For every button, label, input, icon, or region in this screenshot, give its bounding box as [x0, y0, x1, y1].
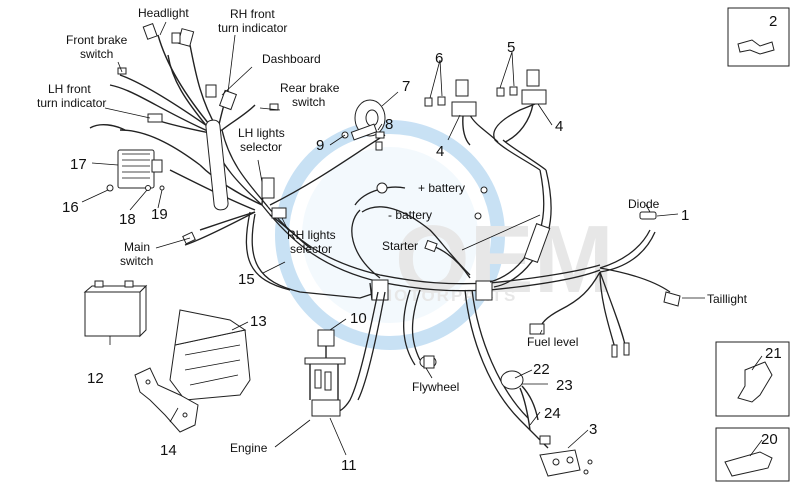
right-side-parts [529, 211, 681, 358]
label-taillight: Taillight [707, 292, 748, 306]
label-main-switch-line2: switch [120, 254, 153, 268]
inset-box-20 [715, 427, 790, 482]
callout-11: 11 [341, 457, 357, 474]
label-lh-lights-selector-line2: selector [240, 140, 282, 154]
callout-6: 6 [435, 50, 443, 67]
callout-10: 10 [350, 310, 367, 327]
label-headlight: Headlight [138, 6, 189, 20]
label-minus-battery: - battery [388, 208, 432, 222]
battery-housing [169, 309, 251, 401]
callout-20: 20 [761, 431, 778, 448]
label-rh-lights-selector: RH lights selector [287, 228, 339, 256]
leader-lines [81, 21, 763, 457]
inset-box-21 [715, 341, 790, 417]
callout-13: 13 [250, 313, 267, 330]
watermark: OEM MOTORPARTS [275, 120, 614, 350]
label-front-brake-switch-line2: switch [80, 47, 113, 61]
callout-5: 5 [507, 39, 515, 56]
main-harness [209, 99, 671, 449]
callout-1: 1 [681, 207, 689, 224]
horn-assembly [341, 99, 386, 151]
callout-23: 23 [556, 377, 573, 394]
callout-24: 24 [544, 405, 561, 422]
callout-2: 2 [769, 13, 777, 30]
callout-18: 18 [119, 211, 136, 228]
top-connectors [424, 69, 547, 146]
label-main-switch: Main switch [120, 240, 153, 268]
label-starter: Starter [382, 239, 418, 253]
label-flywheel: Flywheel [412, 380, 459, 394]
label-diode: Diode [628, 197, 660, 211]
watermark-logo: OEM [395, 206, 614, 313]
battery-terminals [376, 182, 488, 253]
flywheel-sensor [419, 355, 437, 369]
label-dashboard: Dashboard [262, 52, 321, 66]
label-lh-lights-selector: LH lights selector [238, 126, 288, 154]
callout-9: 9 [316, 137, 324, 154]
label-rh-front-turn-indicator: RH front turn indicator [218, 7, 287, 35]
callout-16: 16 [62, 199, 79, 216]
label-lh-lights-selector-line1: LH lights [238, 126, 285, 140]
label-rh-front-turn-indicator-line2: turn indicator [218, 21, 287, 35]
label-plus-battery: + battery [418, 181, 465, 195]
label-rh-front-turn-indicator-line1: RH front [230, 7, 275, 21]
label-rear-brake-switch: Rear brake switch [280, 81, 343, 109]
callout-17: 17 [70, 156, 87, 173]
label-front-brake-switch: Front brake switch [66, 33, 131, 61]
regulator-assembly [106, 149, 165, 192]
callout-3: 3 [589, 421, 597, 438]
callout-8: 8 [385, 116, 393, 133]
battery [83, 280, 148, 338]
label-main-switch-line1: Main [124, 240, 150, 254]
callout-22: 22 [533, 361, 550, 378]
label-lh-front-turn-indicator-line1: LH front [48, 82, 91, 96]
label-rear-brake-switch-line2: switch [292, 95, 325, 109]
label-rh-lights-selector-line2: selector [290, 242, 332, 256]
callout-7: 7 [402, 78, 410, 95]
label-engine: Engine [230, 441, 268, 455]
label-lh-front-turn-indicator-line2: turn indicator [37, 96, 106, 110]
callout-4b: 4 [555, 118, 563, 135]
starter-relay-assembly [500, 370, 593, 477]
label-front-brake-switch-line1: Front brake [66, 33, 128, 47]
bracket [134, 367, 199, 433]
callout-numbers: 1 2 3 4 4 5 6 7 8 9 10 11 12 13 14 15 16… [62, 13, 782, 474]
callout-4a: 4 [436, 143, 444, 160]
watermark-globe [275, 120, 505, 350]
label-rear-brake-switch-line1: Rear brake [280, 81, 340, 95]
label-rh-lights-selector-line1: RH lights [287, 228, 336, 242]
callout-19: 19 [151, 206, 168, 223]
label-lh-front-turn-indicator: LH front turn indicator [37, 82, 106, 110]
label-fuel-level: Fuel level [527, 335, 578, 349]
engine-connector [304, 329, 346, 417]
callout-14: 14 [160, 442, 177, 459]
inset-box-2 [727, 7, 790, 67]
callout-12: 12 [87, 370, 104, 387]
text-labels: Headlight RH front turn indicator Front … [37, 6, 748, 455]
callout-15: 15 [238, 271, 255, 288]
callout-21: 21 [765, 345, 782, 362]
